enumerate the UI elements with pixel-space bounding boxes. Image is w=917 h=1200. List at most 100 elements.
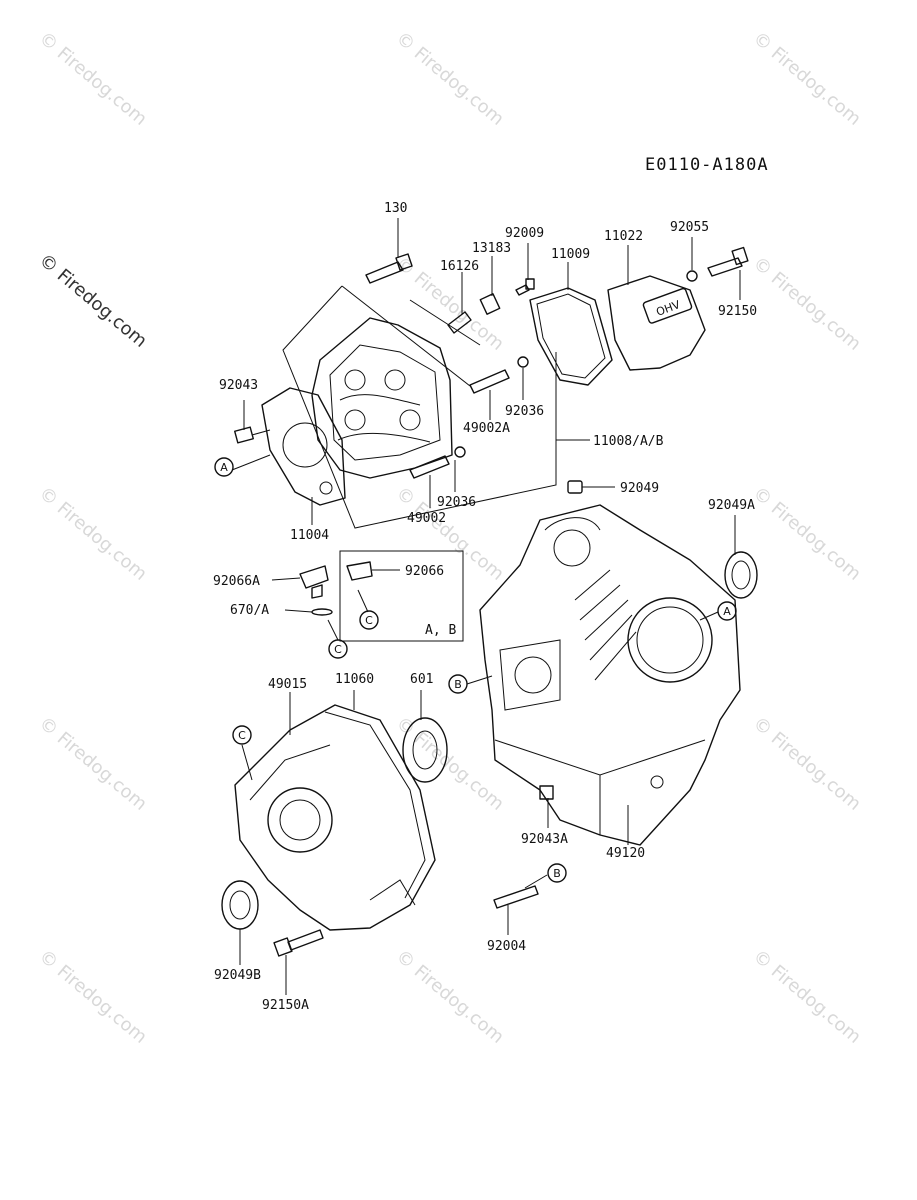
oil-seal-92049A-inner [731,560,751,590]
cylinder-bore-outer [627,597,713,683]
label-670A[interactable]: 670/A [230,603,269,618]
head-frame-line [341,285,471,387]
leader-lines [231,218,741,995]
label-11009[interactable]: 11009 [551,247,590,262]
pin-49002A [469,369,510,394]
callout-a-text: A [723,605,731,618]
label-601[interactable]: 601 [410,672,433,687]
screw-92009 [515,284,530,296]
callout-c-circle [359,610,379,630]
label-130[interactable]: 130 [384,201,407,216]
callout-a-circle [717,601,737,621]
label-92150A[interactable]: 92150A [262,998,309,1013]
label-16126[interactable]: 16126 [440,259,479,274]
oil-seal-92049B [221,880,259,930]
label-92043[interactable]: 92043 [219,378,258,393]
watermark-layer: © Firedog.com © Firedog.com © Firedog.co… [35,28,865,1048]
drain-plug-group [299,550,464,642]
stud-92004 [493,885,539,909]
crankcase-cover [234,704,436,931]
bolt-92150 [707,257,743,277]
label-13183[interactable]: 13183 [472,241,511,256]
leader-92066A [271,577,301,581]
bolt-92150A-head [273,937,293,957]
head-port [344,409,366,431]
label-11004[interactable]: 11004 [290,528,329,543]
label-11022[interactable]: 11022 [604,229,643,244]
head-gasket-hole [319,481,333,495]
rocker-cover-badge [642,287,693,324]
clip-92036-top [517,356,529,368]
label-11060[interactable]: 11060 [335,672,374,687]
label-92036-top[interactable]: 92036 [505,404,544,419]
label-92043A[interactable]: 92043A [521,832,568,847]
cylinder-head [311,317,453,479]
head-bolt-head [395,253,413,271]
label-92150[interactable]: 92150 [718,304,757,319]
part-labels: 130 92009 13183 11009 11022 92055 16126 … [213,201,757,1013]
plug-92049 [567,480,583,494]
dowel-92043 [234,426,254,444]
label-49120[interactable]: 49120 [606,846,645,861]
head-frame-line [282,285,557,529]
label-49002[interactable]: 49002 [407,511,446,526]
bolt-92150A [287,929,324,951]
leader-callout-B1 [466,675,493,685]
bearing-601 [402,717,448,783]
watermark-text: © Firedog.com [392,946,508,1048]
watermark-text: © Firedog.com [749,713,865,815]
leader-callout-C1 [357,589,369,613]
label-92049A[interactable]: 92049A [708,498,755,513]
label-49015[interactable]: 49015 [268,677,307,692]
rocker-plate [479,293,501,315]
rocker-cover [607,275,706,371]
callout-a-circle [214,457,234,477]
callout-a-text: A [220,461,228,474]
label-92049[interactable]: 92049 [620,481,659,496]
callout-c-text: C [334,643,342,656]
label-92066[interactable]: 92066 [405,564,444,579]
label-92055[interactable]: 92055 [670,220,709,235]
watermark-text: © Firedog.com [749,483,865,585]
oil-seal-92049A [724,551,758,599]
head-fins [337,433,431,443]
cover-gasket-11060 [324,711,426,899]
callout-c-circle [328,639,348,659]
label-92036-bottom[interactable]: 92036 [437,495,476,510]
watermark-text: © Firedog.com [35,483,151,585]
label-92004[interactable]: 92004 [487,939,526,954]
cover-boss-inner [279,799,321,841]
callout-c-text: C [365,614,373,627]
cover-boss-outer [267,787,333,853]
leader-callout-A1 [231,454,271,471]
drain-plug-thread [311,584,323,599]
cylinder-head-detail [329,344,441,461]
crankcase-base [494,739,706,776]
bearing-601-inner [412,730,438,770]
rocker-cover-gasket-inner [536,293,606,379]
watermark-text: © Firedog.com [35,713,151,815]
crankcase-group [479,480,758,909]
rocker-cover-badge-text: OHV [654,298,682,319]
label-92009[interactable]: 92009 [505,226,544,241]
crankcase-mount-hole [650,775,664,789]
clip-92036-bottom [454,446,466,458]
label-49002A[interactable]: 49002A [463,421,510,436]
label-92066A[interactable]: 92066A [213,574,260,589]
leader-callout-C2 [327,619,339,641]
diagram-code: E0110-A180A [645,155,769,175]
head-port [384,369,406,391]
crankcase-port [553,529,591,567]
callout-markers: A A B B C C C [214,457,737,883]
cover-mount [369,879,416,906]
parts-box [339,550,464,642]
label-11008[interactable]: 11008/A/B [593,434,664,449]
label-92049B[interactable]: 92049B [214,968,261,983]
o-ring-92055 [686,270,698,282]
callout-c-circle [232,725,252,745]
crankcase-face [499,639,561,711]
cylinder-bore-inner [636,606,704,674]
bolt-92150-head [731,246,749,266]
